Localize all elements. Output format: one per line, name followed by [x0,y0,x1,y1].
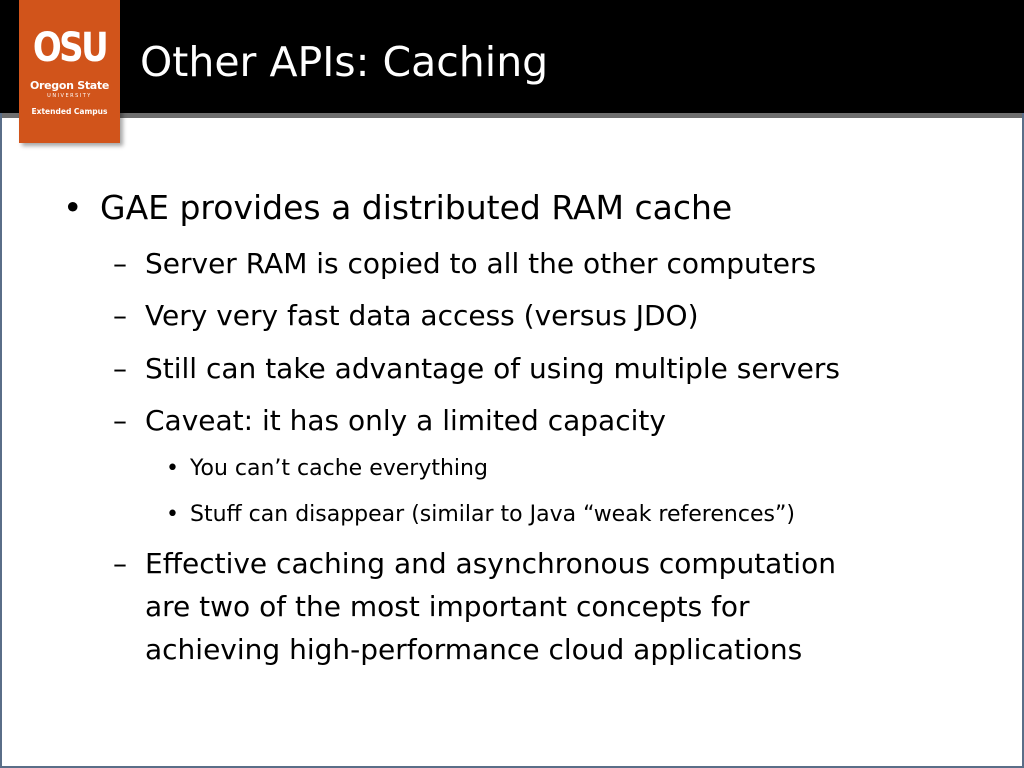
subbullet-marker: • [166,456,179,481]
subitem-fast-access: Very very fast data access (versus JDO) [145,299,699,332]
bullet-marker: • [63,188,83,227]
subitem-effective-caching: Effective caching and asynchronous compu… [145,542,836,671]
slide-title: Other APIs: Caching [140,38,549,86]
frame-right-border [1022,113,1024,768]
subitem-caveat: Caveat: it has only a limited capacity [145,404,666,437]
subitem-server-ram: Server RAM is copied to all the other co… [145,247,817,280]
dash-marker: – [113,247,127,280]
subsubitem-cache-everything: You can’t cache everything [190,456,488,481]
subsubitem-weak-references: Stuff can disappear (similar to Java “we… [190,502,795,527]
subitem-effective-caching-line: Effective caching and asynchronous compu… [145,547,836,580]
subitem-effective-caching-line: are two of the most important concepts f… [145,590,750,623]
title-divider [0,113,1024,118]
osu-logo: OSU Oregon State UNIVERSITY Extended Cam… [19,0,120,143]
logo-university: UNIVERSITY [47,93,92,99]
subitem-effective-caching-line: achieving high-performance cloud applica… [145,633,803,666]
logo-wordmark: Oregon State [29,79,110,92]
dash-marker: – [113,404,127,437]
bullet-distributed-cache: GAE provides a distributed RAM cache [100,188,733,227]
subitem-multiple-servers: Still can take advantage of using multip… [145,352,840,385]
frame-bottom-border [0,766,1024,768]
dash-marker: – [113,547,127,580]
dash-marker: – [113,352,127,385]
frame-left-border [0,113,2,768]
subbullet-marker: • [166,502,179,527]
dash-marker: – [113,299,127,332]
title-bar [0,0,1024,113]
logo-mark: OSU [32,25,109,71]
logo-extended-campus: Extended Campus [31,107,108,116]
